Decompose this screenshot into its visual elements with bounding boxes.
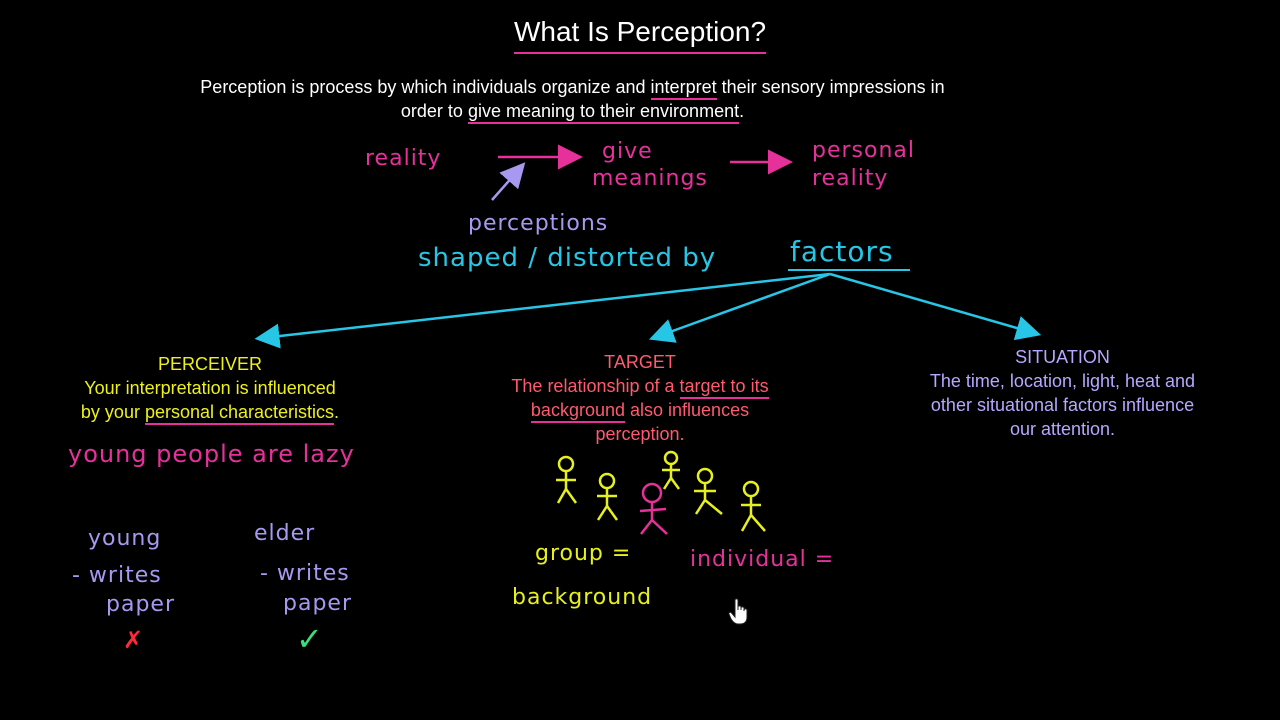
group-label: group = <box>535 541 631 566</box>
stick-figure-icon-highlighted <box>639 482 668 535</box>
target-heading: TARGET <box>604 352 676 372</box>
young-writes-label: - writes <box>72 563 162 588</box>
target-highlight-1: target to its <box>679 376 769 399</box>
definition-highlight-interpret: interpret <box>650 77 717 100</box>
definition-text: Perception is process by which individua… <box>200 75 945 124</box>
personal-reality-label-2: reality <box>812 166 888 191</box>
stick-figure-icon <box>740 480 766 532</box>
elder-writes-label: - writes <box>260 561 350 586</box>
perceiver-block: PERCEIVER Your interpretation is influen… <box>20 352 400 425</box>
young-paper-label: paper <box>106 592 175 617</box>
definition-part3: . <box>739 101 745 121</box>
target-line3: perception. <box>595 424 685 444</box>
page-title: What Is Perception? <box>0 16 1280 54</box>
target-line1-prefix: The relationship of a <box>511 376 680 396</box>
target-line2: background also influences <box>470 398 810 423</box>
factors-label: factors <box>790 235 894 268</box>
give-meanings-label-2: meanings <box>592 166 708 191</box>
elder-paper-label: paper <box>283 591 352 616</box>
reality-label: reality <box>365 146 441 171</box>
young-label: young <box>88 526 161 551</box>
arrow-icon <box>648 272 831 343</box>
personal-reality-label-1: personal <box>812 138 915 163</box>
situation-heading: SITUATION <box>1015 347 1110 367</box>
individual-label: individual = <box>690 547 834 572</box>
situation-block: SITUATION The time, location, light, hea… <box>890 345 1235 441</box>
definition-highlight-meaning: give meaning to their environment <box>467 101 740 124</box>
check-icon: ✓ <box>296 620 324 658</box>
target-highlight-2: background <box>530 400 625 423</box>
hand-cursor-icon <box>728 598 748 625</box>
perceiver-heading: PERCEIVER <box>157 354 263 374</box>
perceiver-line2-suffix: . <box>334 402 340 422</box>
perceptions-label: perceptions <box>468 211 608 236</box>
stick-figure-icon <box>596 472 619 521</box>
cross-icon: ✗ <box>123 626 144 654</box>
shaped-by-label: shaped / distorted by <box>418 243 716 273</box>
stick-figure-icon <box>694 467 723 515</box>
perceiver-line1: Your interpretation is influenced <box>84 378 336 398</box>
arrow-icon <box>254 272 831 349</box>
situation-line3: our attention. <box>1009 419 1116 439</box>
perceiver-highlight: personal characteristics <box>144 402 335 425</box>
definition-part2: their sensory impressions in order to <box>400 77 945 121</box>
target-block: TARGET The relationship of a target to i… <box>470 350 810 446</box>
give-meanings-label-1: give <box>602 139 653 164</box>
situation-line1: The time, location, light, heat and <box>929 371 1196 391</box>
target-line1: The relationship of a target to its <box>470 374 810 399</box>
background-label: background <box>512 585 652 610</box>
stick-figure-icon <box>662 450 681 490</box>
perceiver-line2: by your personal characteristics. <box>20 400 400 425</box>
perceiver-line2-prefix: by your <box>80 402 145 422</box>
example-stereotype: young people are lazy <box>68 440 355 468</box>
situation-line2: other situational factors influence <box>930 395 1195 415</box>
stick-figure-icon <box>556 455 578 504</box>
elder-label: elder <box>254 521 315 546</box>
arrow-icon <box>829 272 1042 341</box>
title-text: What Is Perception? <box>513 16 767 54</box>
target-line2-suffix: also influences <box>625 400 750 420</box>
arrow-icon <box>491 162 526 201</box>
definition-part1: Perception is process by which individua… <box>200 77 651 97</box>
